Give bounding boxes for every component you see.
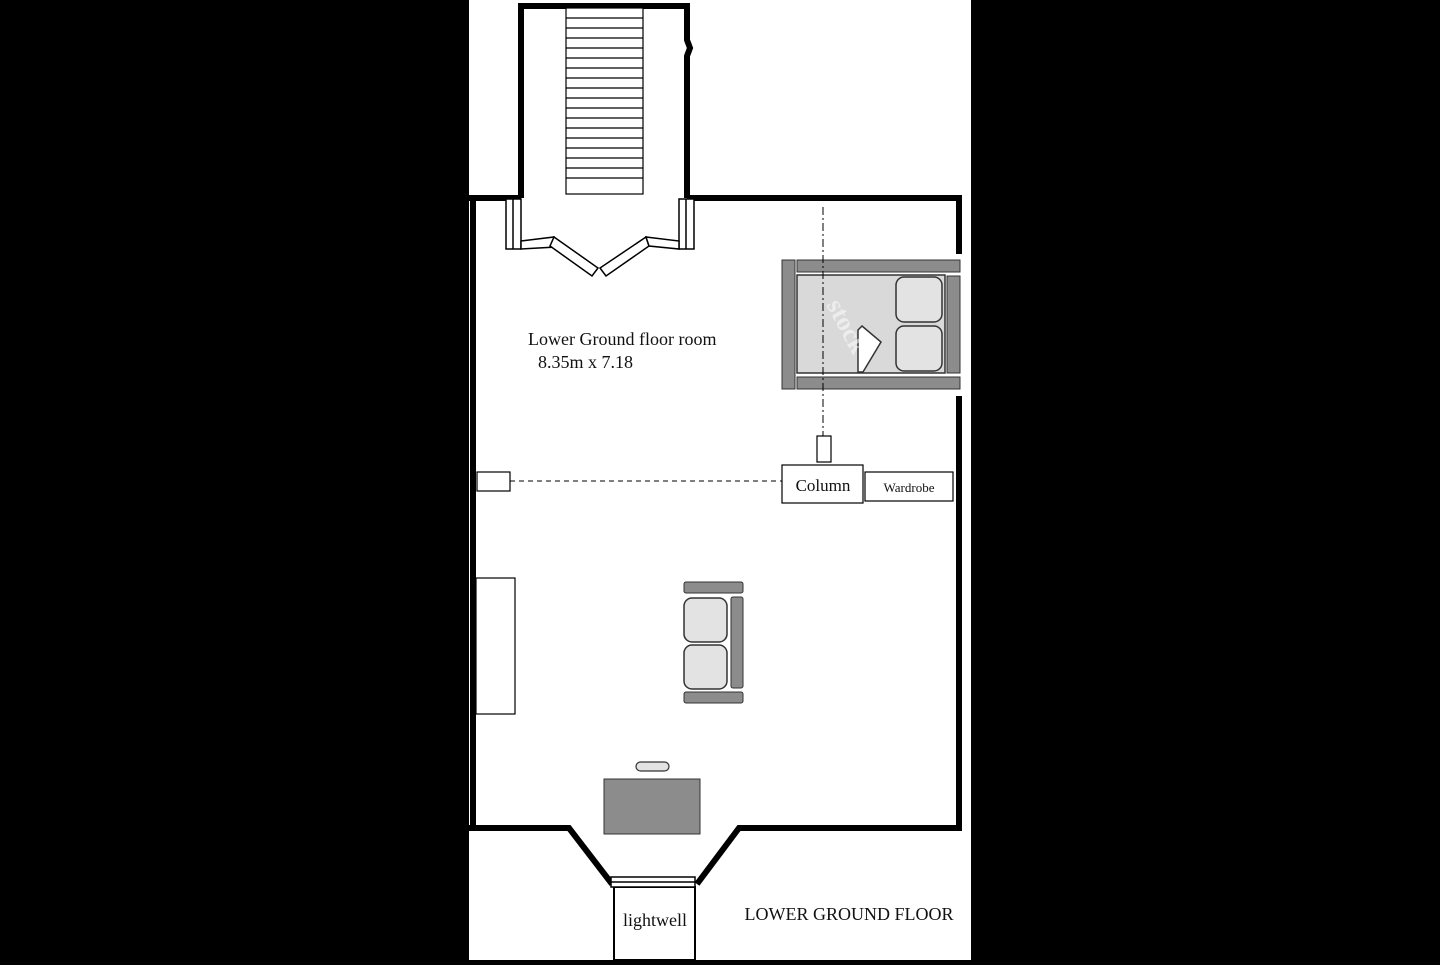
wall-socket [476, 471, 511, 492]
sofa-arm-top [683, 581, 744, 594]
room-label: Lower Ground floor room [528, 329, 716, 349]
top-wall-right [687, 195, 962, 254]
wall-unit [475, 577, 516, 715]
sofa-cushion-top [683, 597, 728, 643]
sofa-back [730, 596, 744, 689]
right-wall-lower [694, 396, 962, 886]
stairwell-wall [518, 3, 694, 198]
lightwell-label: lightwell [623, 910, 687, 930]
sofa-arm-bottom [683, 691, 744, 704]
bed-sheet-fold [857, 324, 882, 373]
bed-pillow-top [895, 276, 943, 323]
stair-treads [566, 17, 643, 179]
bay-window [505, 198, 695, 278]
staircase [565, 7, 644, 195]
wardrobe-label: Wardrobe [884, 480, 935, 495]
room-dimensions: 8.35m x 7.18 [538, 352, 633, 372]
floor-title: LOWER GROUND FLOOR [745, 904, 954, 924]
bed-bottom-rail [796, 376, 961, 390]
bed-top-rail [796, 259, 961, 273]
bed-headboard [781, 259, 796, 390]
wardrobe [864, 471, 954, 502]
lightwell-window [610, 876, 696, 888]
bed-side-rail [946, 275, 961, 374]
column-label: Column [796, 476, 851, 495]
column [781, 464, 864, 504]
bottom-wall-left [469, 825, 615, 886]
sofa-cushion-bottom [683, 644, 728, 690]
bed-pillow-bottom [895, 325, 943, 372]
bed: stock [781, 259, 961, 390]
column-bracket [816, 435, 832, 463]
exterior-walls [469, 3, 962, 886]
desk [603, 778, 701, 835]
sofa [683, 581, 744, 704]
desk-chair [635, 761, 670, 772]
